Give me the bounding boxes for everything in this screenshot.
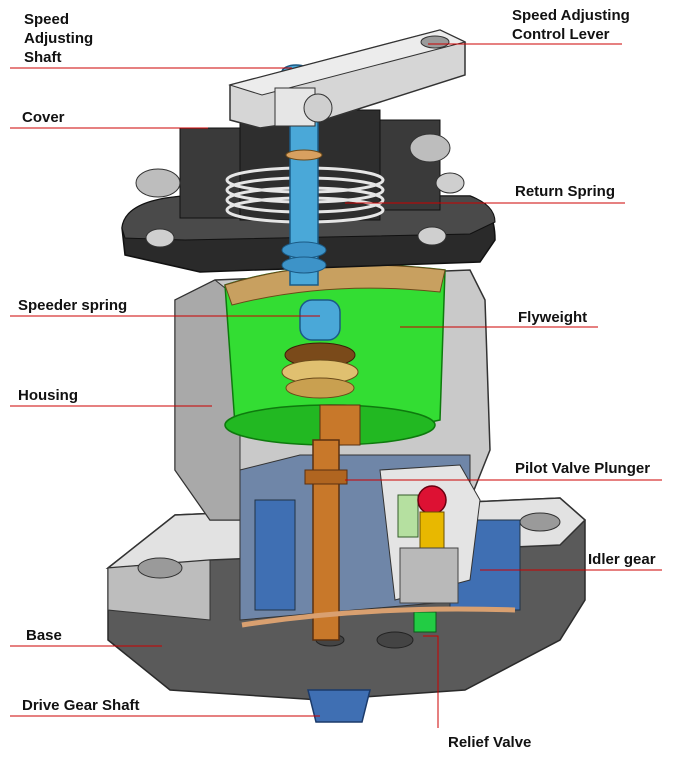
label-relief-valve: Relief Valve xyxy=(448,734,532,751)
pilot-valve-plunger-part xyxy=(304,439,348,641)
idler-gear-ring xyxy=(241,606,516,628)
label-housing: Housing xyxy=(18,387,78,404)
leader-relief-valve xyxy=(423,635,439,728)
label-idler-gear: Idler gear xyxy=(588,551,656,568)
label-speed-adjusting-shaft-line3: Shaft xyxy=(24,49,62,66)
label-speed-adjusting-shaft-line2: Adjusting xyxy=(24,30,94,47)
control-lever-part xyxy=(228,29,467,129)
label-control-lever-line1: Speed Adjusting xyxy=(512,7,630,24)
drive-gear-shaft-part xyxy=(307,689,371,723)
leader-lines xyxy=(10,43,662,728)
relief-valve-part xyxy=(379,464,481,633)
speeder-spring-part xyxy=(281,299,359,399)
label-speeder-spring: Speeder spring xyxy=(18,297,128,314)
label-return-spring: Return Spring xyxy=(515,183,615,200)
label-drive-gear-shaft: Drive Gear Shaft xyxy=(22,697,140,714)
label-base: Base xyxy=(26,627,62,644)
label-flyweight: Flyweight xyxy=(518,309,588,326)
label-control-lever-line2: Control Lever xyxy=(512,26,610,43)
label-cover: Cover xyxy=(22,109,65,126)
label-pilot-valve-plunger: Pilot Valve Plunger xyxy=(515,460,651,477)
label-speed-adjusting-shaft-line1: Speed xyxy=(24,11,70,28)
